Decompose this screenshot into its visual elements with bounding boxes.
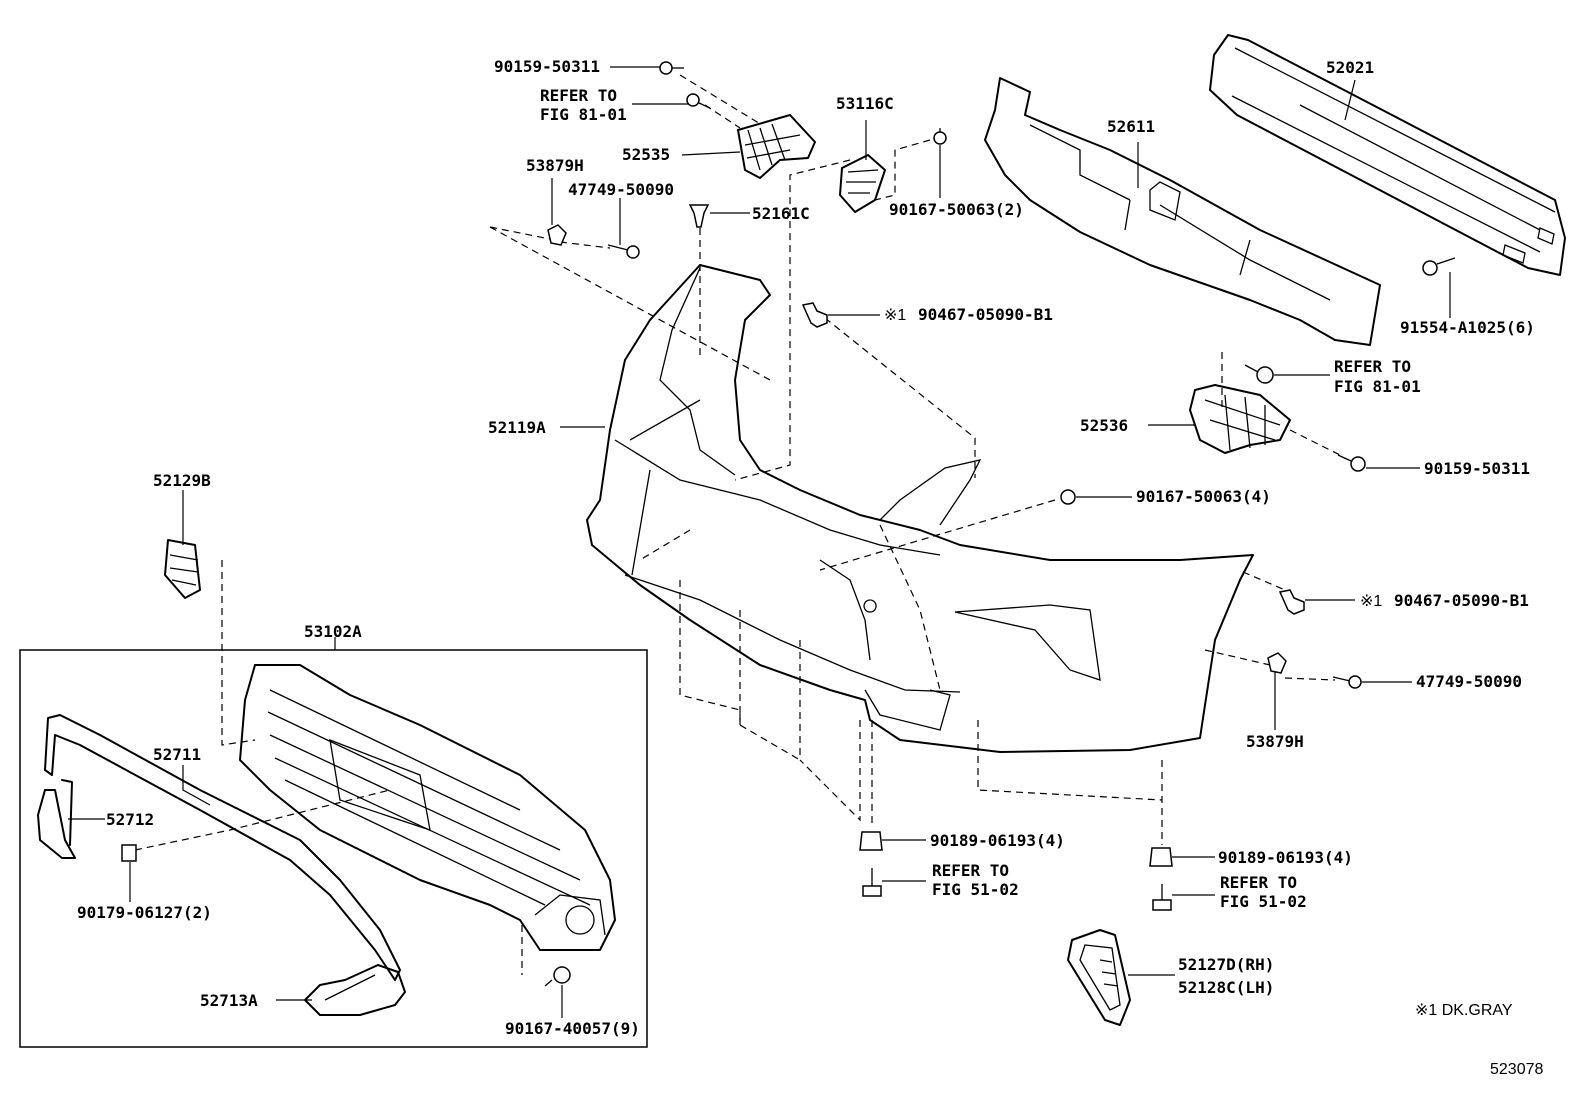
label-52535: 52535	[622, 145, 670, 164]
label-90159-50311-top: 90159-50311	[494, 57, 600, 76]
bolt-90159-50311-right	[1337, 454, 1366, 472]
diagram-number: 523078	[1490, 1061, 1543, 1078]
mark-1-top: ※1	[884, 307, 906, 324]
screw-refer-51-right	[1152, 884, 1172, 911]
clip-90467-top	[801, 302, 828, 328]
label-52119a: 52119A	[488, 418, 546, 437]
screw-47749-50090-top	[607, 244, 640, 259]
label-52711: 52711	[153, 745, 201, 764]
label-90179: 90179-06127(2)	[77, 903, 212, 922]
bolt-refer-81-top	[686, 93, 711, 109]
screw-refer-51-left	[862, 868, 882, 897]
nut-53879h-right	[1267, 652, 1287, 674]
label-52021: 52021	[1326, 58, 1374, 77]
screw-47749-50090-right	[1332, 675, 1362, 689]
label-refer-81-top-1: REFER TO	[540, 86, 617, 105]
label-52161c: 52161C	[752, 204, 810, 223]
fog-cover-52127d	[1067, 929, 1131, 1026]
side-bracket-52129b	[164, 539, 201, 599]
bolt-90167-50063-4	[1060, 489, 1076, 505]
bumper-absorber-52611	[984, 77, 1381, 346]
label-90189-left: 90189-06193(4)	[930, 831, 1065, 850]
label-53102a: 53102A	[304, 622, 362, 641]
clip-90189-left	[859, 831, 883, 851]
label-90467-right: 90467-05090-B1	[1394, 591, 1529, 610]
bumper-cover-52119a	[586, 264, 1254, 753]
label-52611: 52611	[1107, 117, 1155, 136]
label-52712: 52712	[106, 810, 154, 829]
bolt-90167-40057	[544, 966, 571, 987]
label-refer-51-right-2: FIG 51-02	[1220, 892, 1307, 911]
fasteners	[121, 61, 1456, 987]
label-52127d: 52127D(RH)	[1178, 955, 1274, 974]
label-refer-81-top-2: FIG 81-01	[540, 105, 627, 124]
label-90159-50311-right: 90159-50311	[1424, 459, 1530, 478]
label-90467-top: 90467-05090-B1	[918, 305, 1053, 324]
label-53879h-right: 53879H	[1246, 732, 1304, 751]
label-47749-50090-top: 47749-50090	[568, 180, 674, 199]
bracket-53116c	[839, 154, 886, 213]
label-53116c: 53116C	[836, 94, 894, 113]
bolt-90159-50311-top	[659, 61, 684, 75]
clip-52161c	[688, 204, 710, 228]
label-refer-51-right-1: REFER TO	[1220, 873, 1297, 892]
grille-assembly-box	[19, 649, 648, 1048]
connection-lines	[134, 74, 1341, 975]
grille-molding-52711	[44, 714, 401, 981]
bracket-52535	[737, 114, 816, 179]
label-52536: 52536	[1080, 416, 1128, 435]
label-90189-right: 90189-06193(4)	[1218, 848, 1353, 867]
clip-90467-right	[1278, 589, 1305, 615]
bracket-52536	[1189, 384, 1291, 454]
label-52713a: 52713A	[200, 991, 258, 1010]
mark-1-right: ※1	[1360, 593, 1382, 610]
label-refer-51-left-1: REFER TO	[932, 861, 1009, 880]
part-labels: 90159-50311 REFER TO FIG 81-01 52535 538…	[77, 57, 1543, 1078]
radiator-grille-53102a	[239, 664, 616, 951]
label-refer-81-right-2: FIG 81-01	[1334, 377, 1421, 396]
footnote: ※1 DK.GRAY	[1415, 1002, 1513, 1019]
label-refer-51-left-2: FIG 51-02	[932, 880, 1019, 899]
label-47749-50090-right: 47749-50090	[1416, 672, 1522, 691]
bolt-91554	[1422, 257, 1456, 276]
label-90167-50063-4: 90167-50063(4)	[1136, 487, 1271, 506]
label-refer-81-right-1: REFER TO	[1334, 357, 1411, 376]
nut-90179-06127	[121, 844, 137, 862]
label-90167-50063-2: 90167-50063(2)	[889, 200, 1024, 219]
molding-52713a	[304, 964, 406, 1016]
clip-90189-right	[1149, 847, 1173, 867]
label-90167-40057: 90167-40057(9)	[505, 1019, 640, 1038]
leader-lines	[68, 66, 1451, 1018]
nut-53879h-top	[547, 224, 567, 246]
label-52129b: 52129B	[153, 471, 211, 490]
molding-52712	[37, 779, 76, 859]
bolt-refer-81-right	[1244, 364, 1274, 384]
label-52128c: 52128C(LH)	[1178, 978, 1274, 997]
bumper-reinforcement-52021	[1209, 34, 1566, 276]
label-91554: 91554-A1025(6)	[1400, 318, 1535, 337]
bolt-90167-50063-2	[933, 128, 947, 145]
label-53879h-top: 53879H	[526, 156, 584, 175]
